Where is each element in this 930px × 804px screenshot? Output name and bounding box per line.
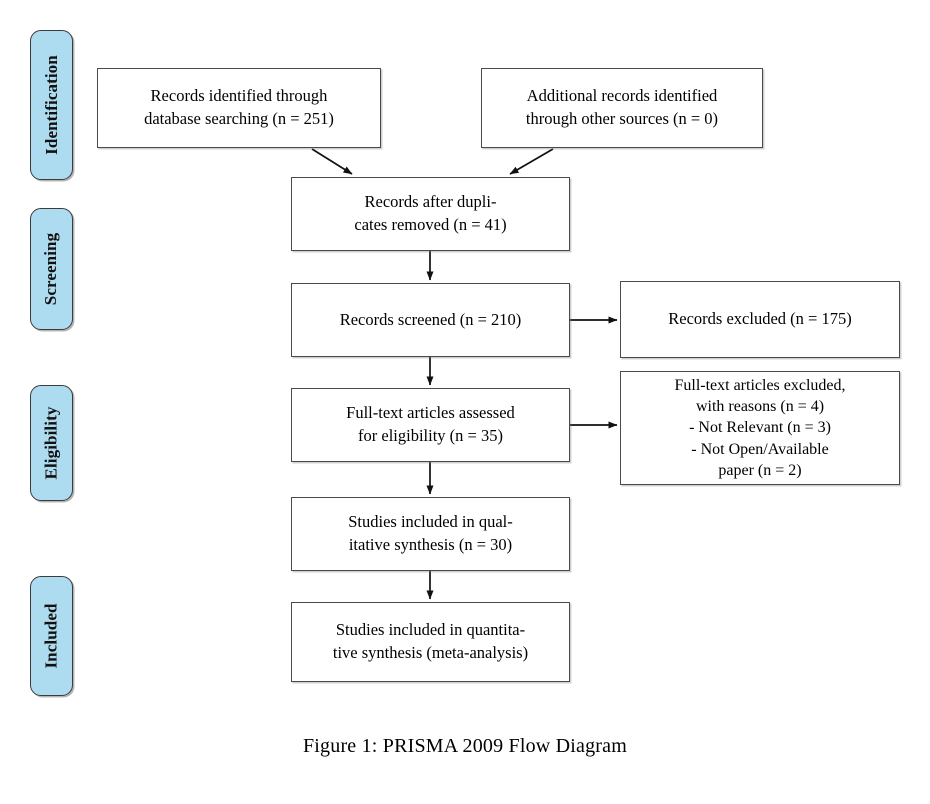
- box-additional-records-other-sources: Additional records identified through ot…: [481, 68, 763, 148]
- phase-label-eligibility: Eligibility: [30, 385, 73, 501]
- box-text: Studies included in quantita- tive synth…: [332, 620, 529, 662]
- phase-label-text: Screening: [41, 232, 61, 306]
- phase-label-text: Included: [41, 603, 61, 669]
- box-text: Full-text articles excluded, with reason…: [674, 376, 846, 479]
- phase-label-screening: Screening: [30, 208, 73, 330]
- phase-label-identification: Identification: [30, 30, 73, 180]
- box-text: Records after dupli- cates removed (n = …: [354, 192, 507, 234]
- phase-label-text: Identification: [41, 55, 61, 155]
- box-records-screened: Records screened (n = 210): [291, 283, 570, 357]
- box-studies-quantitative: Studies included in quantita- tive synth…: [291, 602, 570, 682]
- box-full-text-excluded: Full-text articles excluded, with reason…: [620, 371, 900, 485]
- box-text: Studies included in qual- itative synthe…: [348, 512, 513, 554]
- box-text: Records excluded (n = 175): [668, 309, 852, 329]
- box-full-text-assessed: Full-text articles assessed for eligibil…: [291, 388, 570, 462]
- box-text: Full-text articles assessed for eligibil…: [346, 403, 515, 445]
- box-studies-qualitative: Studies included in qual- itative synthe…: [291, 497, 570, 571]
- box-text: Records screened (n = 210): [339, 309, 522, 329]
- phase-label-included: Included: [30, 576, 73, 696]
- box-text: Records identified through database sear…: [144, 86, 334, 128]
- box-records-excluded: Records excluded (n = 175): [620, 281, 900, 358]
- phase-label-text: Eligibility: [41, 406, 61, 480]
- arrow-additional-to-duplicates: [509, 148, 554, 175]
- box-records-after-duplicates-removed: Records after dupli- cates removed (n = …: [291, 177, 570, 251]
- box-records-identified-database: Records identified through database sear…: [97, 68, 381, 148]
- figure-caption: Figure 1: PRISMA 2009 Flow Diagram: [302, 735, 628, 757]
- box-text: Additional records identified through ot…: [525, 86, 719, 128]
- arrow-identified-to-duplicates: [311, 148, 353, 175]
